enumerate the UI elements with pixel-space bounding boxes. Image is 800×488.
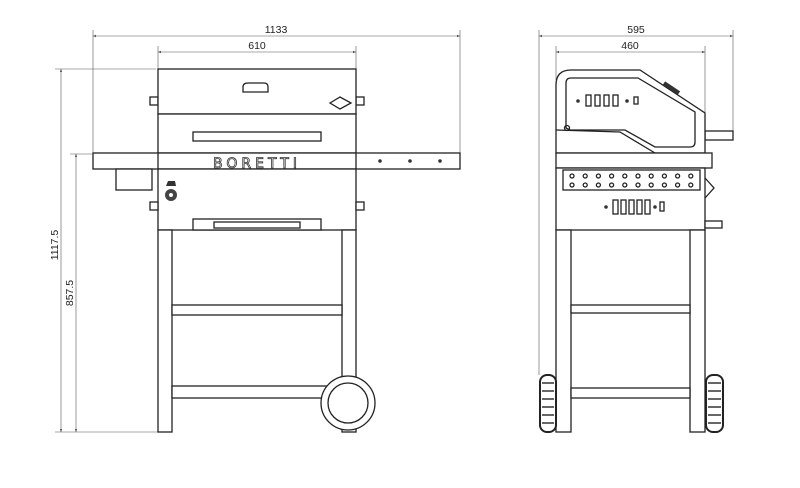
side-front-leg xyxy=(555,229,572,433)
wheel xyxy=(320,375,376,431)
front-dimensions: 1133 610 1117.5 857.5 xyxy=(49,24,461,433)
vent-hole xyxy=(582,182,588,188)
side-wheel-front xyxy=(539,374,557,433)
vent-hole xyxy=(674,182,681,188)
bottle-opener-icon xyxy=(165,181,177,201)
side-handle xyxy=(704,130,734,141)
left-leg xyxy=(157,229,173,433)
dim-width-1133: 1133 xyxy=(265,24,288,36)
dim-height-857-5: 857.5 xyxy=(64,280,76,306)
vent-hole xyxy=(569,173,575,179)
vent-hole xyxy=(661,182,668,188)
side-wheel-rear xyxy=(705,374,724,433)
vent-hole xyxy=(622,182,628,188)
badge-icon xyxy=(328,96,353,110)
dim-depth-595: 595 xyxy=(627,24,645,36)
brand-logo: BORETTI xyxy=(213,156,301,172)
vent-holes xyxy=(569,173,694,188)
vent-hole xyxy=(674,173,681,179)
side-rear-leg xyxy=(689,229,706,433)
vent-panel xyxy=(562,169,701,191)
vent-hole xyxy=(688,173,694,179)
vent-hole xyxy=(648,182,654,188)
dim-height-1117-5: 1117.5 xyxy=(49,230,61,261)
vent-hole xyxy=(595,173,602,179)
vent-hole xyxy=(688,182,694,188)
dim-depth-460: 460 xyxy=(621,40,639,52)
front-view: BORETTI xyxy=(92,68,461,433)
vent-hole xyxy=(648,173,654,179)
vent-hole xyxy=(608,182,615,188)
side-view xyxy=(539,69,734,433)
vent-hole xyxy=(569,182,575,188)
vent-hole xyxy=(622,173,628,179)
vent-hole xyxy=(582,173,588,179)
side-lid xyxy=(555,69,706,154)
side-bin xyxy=(115,168,153,191)
side-dimensions: 595 460 xyxy=(538,24,734,375)
lid-handle-icon xyxy=(242,82,269,93)
dim-width-610: 610 xyxy=(248,40,266,52)
vent-hole xyxy=(635,173,641,179)
vent-hole xyxy=(661,173,668,179)
vent-hole xyxy=(608,173,615,179)
vent-hole xyxy=(595,182,602,188)
vent-hole xyxy=(635,182,641,188)
